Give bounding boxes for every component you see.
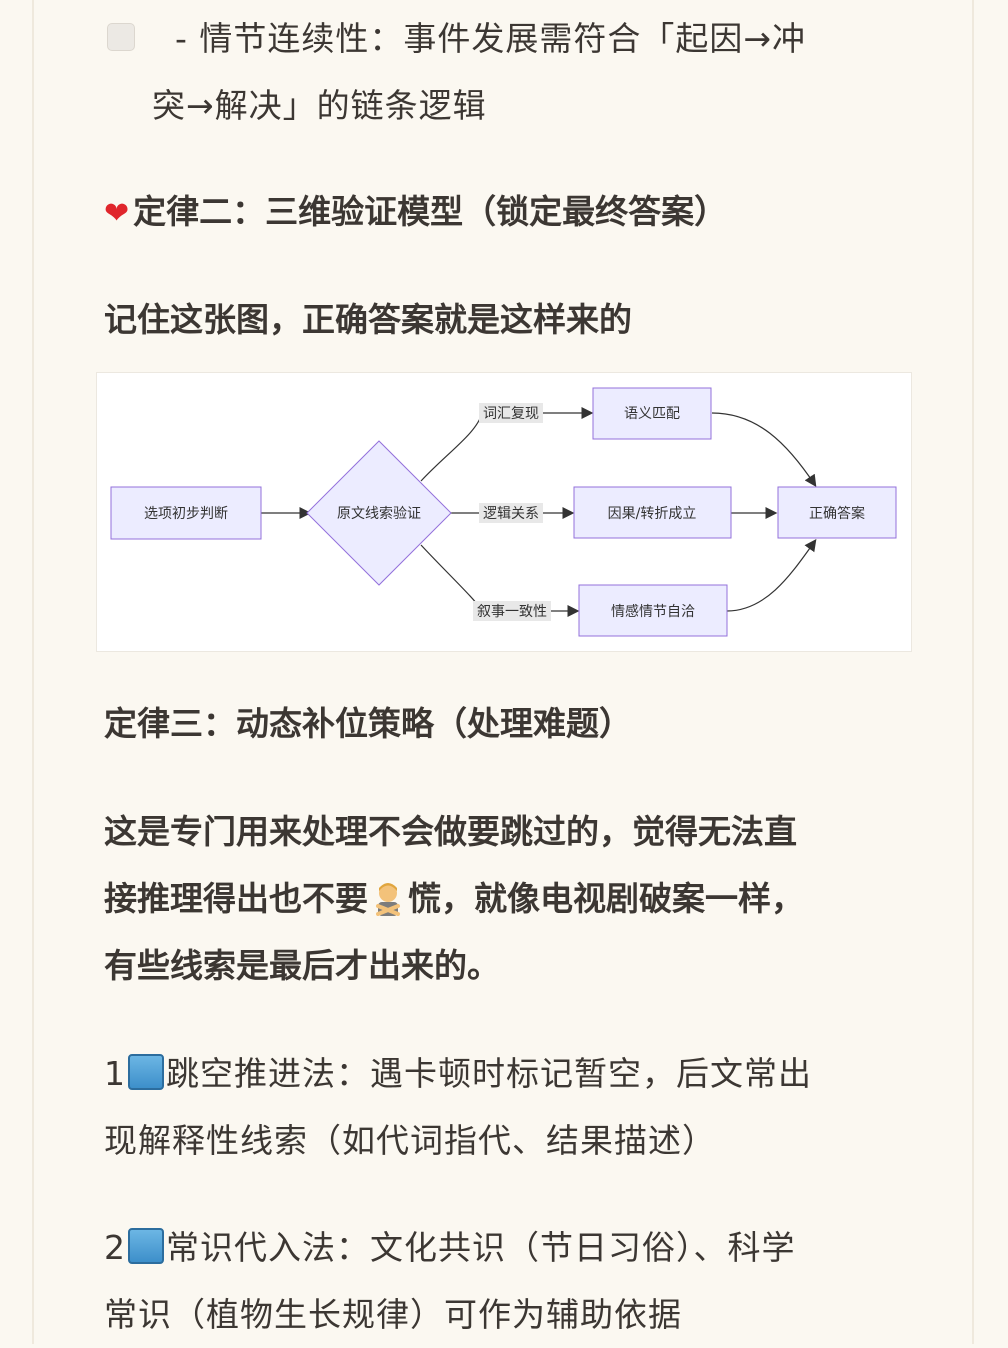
node-start-label: 选项初步判断: [144, 505, 228, 522]
node-causal: [573, 486, 732, 539]
tip-1-line-2: 现解释性线索（如代词指代、结果描述）: [104, 1121, 716, 1160]
node-semantic: [592, 387, 712, 440]
remember-text: 记住这张图，正确答案就是这样来的: [104, 300, 632, 339]
intro-line-2: 突→解决」的链条逻辑: [152, 86, 487, 125]
page-edge-right: [972, 0, 974, 1344]
node-verify: [306, 440, 452, 586]
person-gesturing-no-icon: [376, 883, 400, 916]
paragraph-line-2a: 接推理得出也不要: [104, 879, 368, 918]
node-emotion: [578, 584, 728, 637]
edge-label-bg-vocab: [479, 403, 543, 423]
tip-2: 2 常识代入法：文化共识（节日习俗）、科学 常识（植物生长规律）可作为辅助依据: [104, 1214, 894, 1348]
blue-square-icon: [128, 1228, 164, 1264]
tip-1-number: 1: [104, 1054, 126, 1093]
edge-label-vocab: 词汇复现: [483, 405, 539, 422]
node-answer-label: 正确答案: [809, 505, 865, 522]
tip-2-text-1: 常识代入法：文化共识（节日习俗）、科学: [166, 1228, 796, 1267]
node-emotion-label: 情感情节自洽: [611, 603, 695, 620]
paragraph-line-3: 有些线索是最后才出来的。: [104, 946, 500, 985]
edge-verify-semantic: [420, 407, 594, 482]
law2-heading: ❤定律二：三维验证模型（锁定最终答案）: [104, 190, 894, 236]
edge-semantic-answer: [711, 412, 817, 487]
law2-title: 定律二：三维验证模型（锁定最终答案）: [133, 192, 728, 231]
node-semantic-label: 语义匹配: [624, 406, 680, 422]
tip-1: 1 跳空推进法：遇卡顿时标记暂空，后文常出 现解释性线索（如代词指代、结果描述）: [104, 1040, 894, 1174]
node-answer: [777, 486, 897, 539]
page-edge-left: [32, 0, 34, 1344]
edge-label-logic: 逻辑关系: [483, 506, 539, 522]
node-start: [110, 486, 262, 540]
tip-2-line-1: 2 常识代入法：文化共识（节日习俗）、科学: [104, 1214, 894, 1281]
edge-emotion-answer: [726, 539, 817, 612]
paragraph-line-2b: 慌，就像电视剧破案一样，: [408, 879, 804, 918]
tip-2-number: 2: [104, 1228, 126, 1267]
law3-title: 定律三：动态补位策略（处理难题）: [104, 704, 632, 743]
edge-label-bg-logic: [479, 503, 543, 523]
tip-1-line-1: 1 跳空推进法：遇卡顿时标记暂空，后文常出: [104, 1040, 894, 1107]
paragraph-line-2: 接推理得出也不要 慌，就像电视剧破案一样，: [104, 865, 894, 932]
edge-label-narrative: 叙事一致性: [477, 603, 547, 620]
explanation-paragraph: 这是专门用来处理不会做要跳过的，觉得无法直 接推理得出也不要 慌，就像电视剧破案…: [104, 798, 894, 999]
tip-2-line-2: 常识（植物生长规律）可作为辅助依据: [104, 1295, 682, 1334]
flowchart-svg: 词汇复现 逻辑关系 叙事一致性 选项初步判断 原文线索验证 语义匹配 因果/转折…: [110, 387, 897, 637]
blue-square-icon: [128, 1054, 164, 1090]
tip-1-text-1: 跳空推进法：遇卡顿时标记暂空，后文常出: [166, 1054, 812, 1093]
node-verify-label: 原文线索验证: [337, 505, 421, 522]
flowchart: 词汇复现 逻辑关系 叙事一致性 选项初步判断 原文线索验证 语义匹配 因果/转折…: [96, 372, 912, 652]
paragraph-line-1: 这是专门用来处理不会做要跳过的，觉得无法直: [104, 812, 797, 851]
intro-line-1: - 情节连续性：事件发展需符合「起因→冲: [175, 19, 807, 58]
node-causal-label: 因果/转折成立: [608, 506, 697, 522]
red-heart-icon: ❤: [104, 196, 130, 231]
checklist-checkbox[interactable]: [107, 23, 135, 51]
edge-label-bg-narrative: [473, 601, 551, 621]
